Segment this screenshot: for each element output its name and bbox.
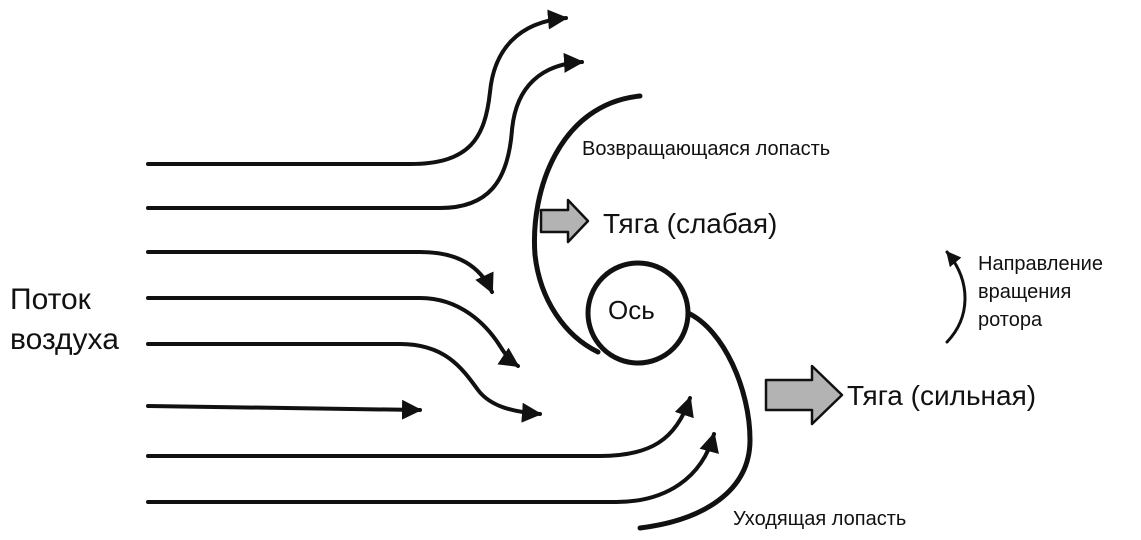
streamline-6 (146, 399, 422, 420)
streamline-2 (146, 52, 584, 210)
streamline-7 (146, 396, 694, 458)
thrust-strong-label: Тяга (сильная) (847, 380, 1037, 411)
streamline-5 (146, 342, 542, 423)
thrust-weak-arrow (539, 198, 590, 244)
streamline-8 (146, 432, 719, 504)
advancing-blade-label: Уходящая лопасть (733, 508, 907, 530)
airflow-label: Поток воздуха (10, 280, 119, 360)
rotation-label-line-3: ротора (978, 309, 1043, 331)
thrust-strong-arrow (764, 364, 844, 426)
axis-label: Ось (608, 295, 655, 325)
rotation-label-line-1: Направление (978, 253, 1103, 275)
rotation-label-line-2: вращения (978, 281, 1072, 303)
streamline-3 (146, 250, 494, 294)
returning-blade (531, 93, 643, 355)
advancing-blade (637, 310, 753, 531)
airflow-label-line-1: Поток (10, 283, 91, 316)
returning-blade-label: Возвращающаяся лопасть (582, 138, 831, 160)
rotation-direction-label: Направление вращения ротора (978, 250, 1103, 334)
rotation-direction-icon (945, 250, 967, 344)
thrust-weak-label: Тяга (слабая) (603, 208, 778, 239)
streamline-1 (146, 9, 568, 166)
streamline-4 (146, 296, 520, 368)
airflow-label-line-2: воздуха (10, 323, 119, 356)
